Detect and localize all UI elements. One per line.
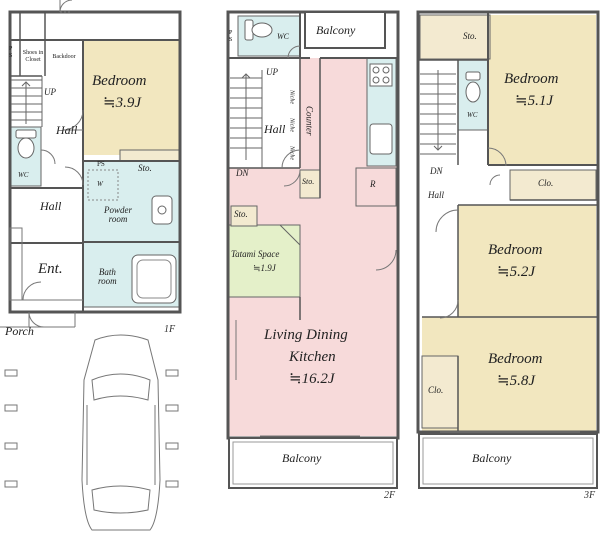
f1-sto-label: Sto. [138,163,152,173]
f2-dn-label: DN [236,168,249,178]
f1-wc-label: WC [18,171,29,179]
f1-bedroom-fill [83,41,179,155]
f2-balcony-top-label: Balcony [316,23,356,37]
f2-up-label: UP [266,67,278,77]
f2-r-label: R [370,179,376,189]
f3-balcony [418,433,598,489]
f1-hall2-label: Hall [40,199,62,213]
f3-bedroom2-label: Bedroom [488,242,543,258]
f2-niche1-label: Niche [288,90,295,104]
f3-bedroom1-label: Bedroom [504,71,559,87]
f2-sto2-fill [230,205,258,227]
f1-porch-label: Porch [5,324,34,338]
f3-clo2-fill [421,355,459,429]
f1-ent-label: Ent. [38,261,63,277]
f2-ldk-label-1: Living Dining [264,327,348,343]
f2-niche3-label: Niche [288,146,295,160]
f1-ps2-label: PS [97,160,105,168]
f2-tatami-fill [227,224,301,298]
f2-niche2-label: Niche [288,118,295,132]
f2-balcony-top [304,11,386,49]
f3-wc-label: WC [467,111,478,119]
f3-bedroom3-size: ≒5.8J [497,373,535,389]
f2-ldk-label-2: Kitchen [289,349,336,365]
f2-balcony-bottom-label: Balcony [282,451,322,465]
f1-backdoor-label: Backdoor [52,54,76,60]
f1-up-label: UP [44,87,56,97]
parking [4,334,179,531]
f1-bedroom-label: Bedroom [92,73,147,89]
f2-wc-label: WC [277,32,289,41]
f1-w-label: W [97,180,103,188]
f2-r-fill [355,167,397,207]
f3-clo1-label: Clo. [538,178,554,188]
f3-clo2-label: Clo. [428,385,444,395]
f2-ps-label: P S [229,30,233,43]
f3-floor-label: 3F [584,490,596,501]
f3-bedroom2-fill [458,205,596,317]
f1-shoes-closet-label: Shoes in Closet [22,50,44,63]
f3-sto-label: Sto. [463,31,477,41]
floor-3 [416,10,600,489]
f2-ldk-size: ≒16.2J [289,371,335,387]
f3-bedroom1-size: ≒5.1J [515,93,553,109]
f2-hall-label: Hall [264,122,286,136]
floor-2 [226,10,400,489]
f3-bedroom3-label: Bedroom [488,351,543,367]
car-outline [81,334,161,531]
f3-sto-fill [419,14,491,60]
f1-powder-label: Powder room [104,205,132,225]
f2-tatami-size: ≒1.9J [253,263,276,273]
f1-bath-label: Bath room [98,267,117,287]
f1-ps-label: P S [9,46,13,59]
f3-bedroom1-fill [488,15,596,165]
f2-floor-label: 2F [384,490,396,501]
f3-dn-label: DN [430,166,443,176]
f2-sto1-label: Sto. [302,177,315,186]
f2-tatami-label: Tatami Space [231,249,280,259]
f1-floor-label: 1F [164,324,176,335]
f2-balcony-bottom [228,437,398,489]
f1-hall1-label: Hall [56,123,78,137]
floor-1 [0,0,182,328]
f2-counter-label: Counter [304,106,315,136]
f3-bedroom2-size: ≒5.2J [497,264,535,280]
f3-balcony-label: Balcony [472,451,512,465]
f1-bedroom-size: ≒3.9J [103,95,141,111]
f2-sto2-label: Sto. [234,209,248,219]
f3-hall-label: Hall [428,190,445,200]
